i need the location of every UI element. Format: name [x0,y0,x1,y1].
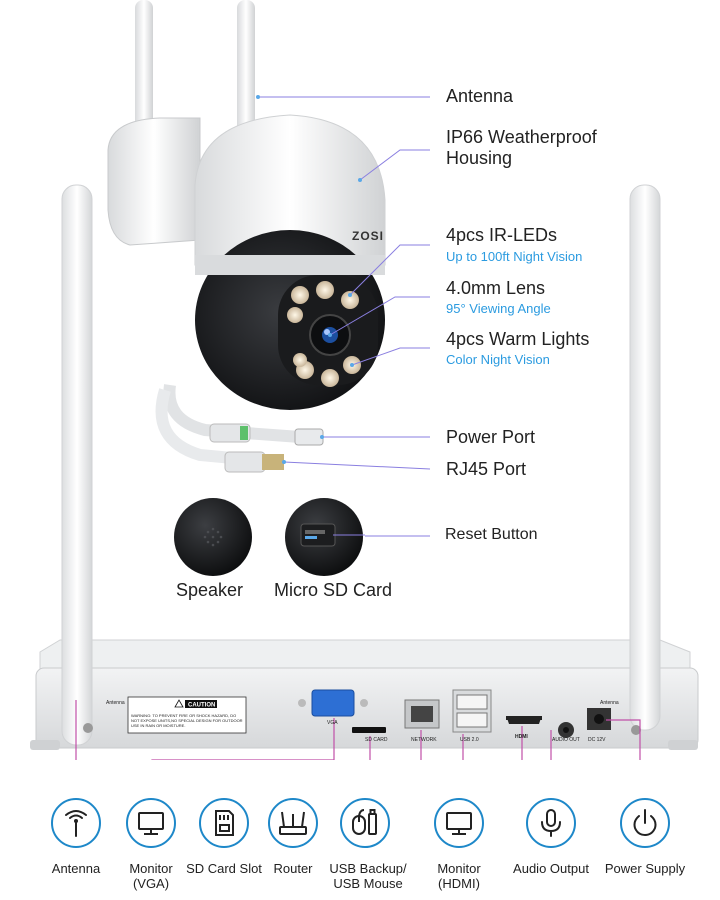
port-usb-label: USB 2.0 [460,737,479,743]
micro-sd-label: Micro SD Card [274,580,393,600]
bottom-label-antenna: Antenna [51,861,101,876]
usb-mouse-icon [340,798,390,848]
port-sdcard-label: SD CARD [365,737,388,743]
bottom-label-sd-card-slot: SD Card Slot [186,861,262,876]
bottom-label-router: Router [273,861,313,876]
callout-ir-leds: 4pcs IR-LEDs [446,225,558,245]
bottom-label-monitor-hdmi: Monitor (HDMI) [437,861,481,891]
monitor-hdmi-icon [434,798,484,848]
bottom-label-usb: USB Backup/ USB Mouse [329,861,407,891]
reset-button-label: Reset Button [445,526,538,543]
router-icon [268,798,318,848]
port-vga-label: VGA [327,720,338,726]
caution-title: CAUTION [188,703,215,709]
port-audio-label: AUDIO OUT [552,737,580,743]
callout-lens: 4.0mm Lens [446,278,546,298]
port-dc-label: DC 12V [588,737,606,743]
callout-ir-leds-sub: Up to 100ft Night Vision [446,249,583,264]
callout-warm-lights: 4pcs Warm Lights [446,329,590,349]
camera-graphic: ZOSI [107,0,431,473]
nvr-antenna-text-left: Antenna [106,700,125,706]
sd-card-icon [199,798,249,848]
bottom-label-power-supply: Power Supply [604,861,686,876]
port-network-label: NETWORK [411,737,437,743]
callout-antenna: Antenna [446,86,514,106]
nvr-graphic: CAUTION [30,184,699,760]
callout-rj45-port: RJ45 Port [446,459,527,479]
callout-lens-sub: 95° Viewing Angle [446,301,551,316]
microphone-icon [526,798,576,848]
camera-brand-logo: ZOSI [352,229,384,243]
sd-card-thumbnail [285,498,365,576]
bottom-label-monitor-vga: Monitor (VGA) [129,861,173,891]
callout-warm-lights-sub: Color Night Vision [446,352,550,367]
antenna-icon [51,798,101,848]
callout-power-port: Power Port [446,427,536,447]
bottom-label-audio-output: Audio Output [513,861,589,876]
reset-callout-line [365,535,430,537]
speaker-label: Speaker [176,580,244,600]
callout-housing: IP66 Weatherproof Housing [446,127,597,168]
port-hdmi-label: HDMI [515,734,528,740]
speaker-thumbnail [174,498,252,576]
power-icon [620,798,670,848]
nvr-caution-text: WARNING: TO PREVENT FIRE OR SHOCK HAZARD… [131,713,243,728]
monitor-vga-icon [126,798,176,848]
nvr-antenna-text-right: Antenna [600,700,619,706]
